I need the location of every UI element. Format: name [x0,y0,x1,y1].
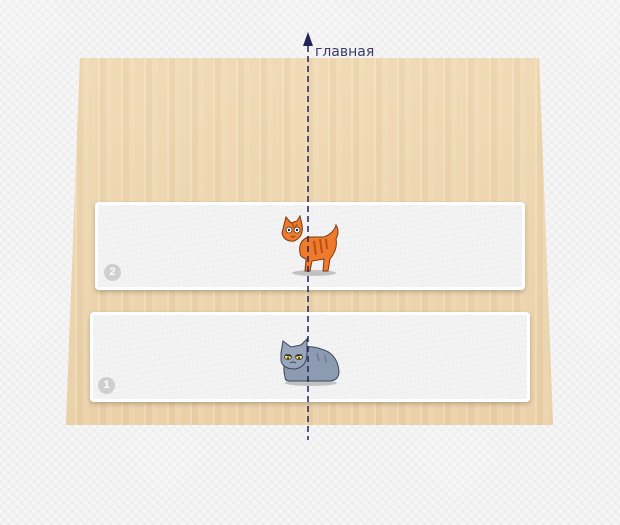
slot-number-badge: 2 [104,264,121,281]
orange-cat-icon[interactable] [278,215,344,277]
arrow-up-icon [303,32,313,46]
slot-2[interactable]: 2 [95,202,525,290]
slot-number-badge: 1 [98,377,115,394]
slot-1[interactable]: 1 [90,312,530,402]
gray-cat-icon[interactable] [277,331,343,387]
branch-label: главная [315,44,375,60]
